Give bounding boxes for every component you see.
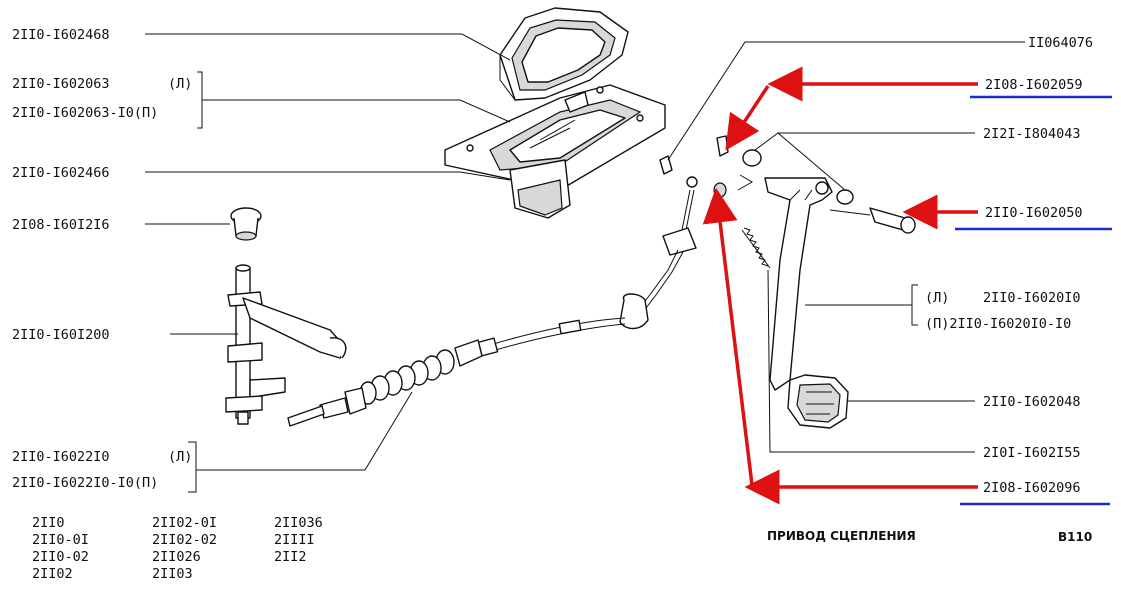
model-c2-2: 2II026 xyxy=(152,549,201,565)
label-r1: II064076 xyxy=(1028,35,1093,51)
page-code: B110 xyxy=(1058,530,1092,544)
pedal-stop-drawing xyxy=(230,207,262,241)
clutch-cable-drawing xyxy=(287,176,698,427)
label-p6a: 2II0-I6022I0 xyxy=(12,449,110,465)
model-c3-0: 2II036 xyxy=(274,515,323,531)
label-r6: 2II0-I602048 xyxy=(983,394,1081,410)
model-c3-2: 2II2 xyxy=(274,549,307,565)
label-p5: 2II0-I60I200 xyxy=(12,327,110,343)
label-p2b: 2II0-I602063-I0(П) xyxy=(12,105,158,121)
part-number-labels: 2II0-I602468 2II0-I602063 (Л) 2II0-I6020… xyxy=(12,27,1093,496)
model-c2-1: 2II02-02 xyxy=(152,532,217,548)
label-r7: 2I0I-I602I55 xyxy=(983,445,1081,461)
model-c1-3: 2II02 xyxy=(32,566,73,582)
pedal-spring-drawing xyxy=(741,227,771,269)
blue-underlines xyxy=(955,95,1112,506)
pedal-shaft-bracket-drawing xyxy=(225,264,347,425)
label-r5b: (П)2II0-I6020I0-I0 xyxy=(925,316,1071,332)
model-c1-0: 2II0 xyxy=(32,515,65,531)
model-c2-3: 2II03 xyxy=(152,566,193,582)
clutch-pedal-drawing xyxy=(764,177,849,429)
label-p1: 2II0-I602468 xyxy=(12,27,110,43)
arrow-r2-to-clip xyxy=(725,85,770,151)
label-p3: 2II0-I602466 xyxy=(12,165,110,181)
label-p6b: 2II0-I6022I0-I0(П) xyxy=(12,475,158,491)
diagram-title: ПРИВОД СЦЕПЛЕНИЯ xyxy=(767,529,916,543)
model-list: 2II0 2II0-0I 2II0-02 2II02 2II02-0I 2II0… xyxy=(32,515,323,582)
label-p2a-side: (Л) xyxy=(168,76,192,92)
label-p6a-side: (Л) xyxy=(168,449,192,465)
highlight-arrows xyxy=(702,66,978,505)
label-p4: 2I08-I60I2I6 xyxy=(12,217,110,233)
model-c1-1: 2II0-0I xyxy=(32,532,89,548)
label-r5a: 2II0-I6020I0 xyxy=(983,290,1081,306)
label-r4: 2II0-I602050 xyxy=(985,205,1083,221)
arrow-r8-to-bushing xyxy=(702,187,754,486)
label-p2a: 2II0-I602063 xyxy=(12,76,110,92)
leader-lines xyxy=(145,33,1025,493)
model-c3-1: 2IIII xyxy=(274,532,315,548)
model-c2-0: 2II02-0I xyxy=(152,515,217,531)
label-r3: 2I2I-I804043 xyxy=(983,126,1081,142)
shift-boot-drawing xyxy=(499,7,629,101)
label-r8: 2I08-I602096 xyxy=(983,480,1081,496)
label-r2: 2I08-I602059 xyxy=(985,77,1083,93)
shift-cover-plate-drawing xyxy=(444,84,666,219)
model-c1-2: 2II0-02 xyxy=(32,549,89,565)
label-r5a-side: (Л) xyxy=(925,290,949,306)
